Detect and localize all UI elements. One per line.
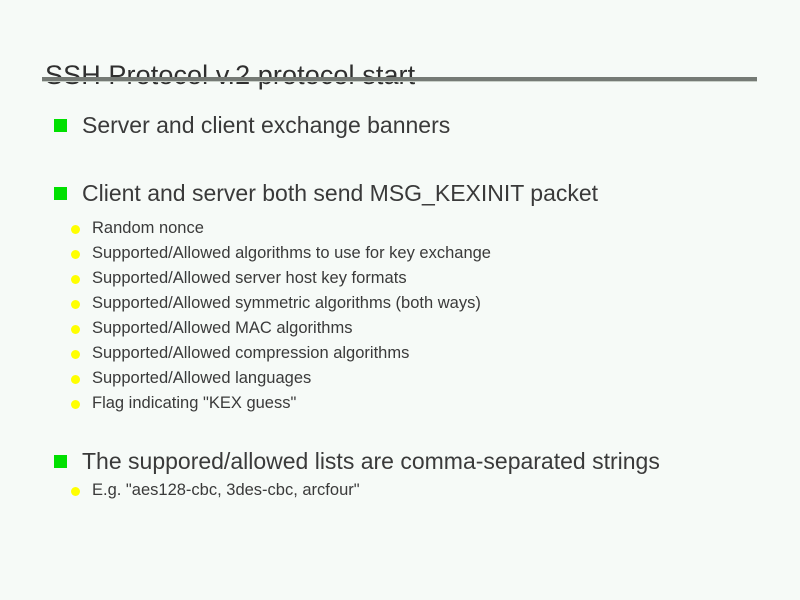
circle-bullet-icon: [71, 225, 80, 234]
circle-bullet-icon: [71, 400, 80, 409]
page-title: SSH Protocol v.2 protocol start: [45, 60, 416, 91]
bullet-text: Random nonce: [92, 219, 204, 237]
slide-body: Server and client exchange banners Clien…: [0, 108, 800, 503]
bullet-text: Supported/Allowed MAC algorithms: [92, 319, 353, 337]
bullet-level1: Server and client exchange banners: [0, 108, 800, 142]
square-bullet-icon: [54, 455, 67, 468]
bullet-text: Supported/Allowed compression algorithms: [92, 344, 410, 362]
bullet-level2: Flag indicating "KEX guess": [0, 391, 800, 416]
circle-bullet-icon: [71, 325, 80, 334]
bullet-text: Supported/Allowed languages: [92, 369, 312, 387]
bullet-level1: The suppored/allowed lists are comma-sep…: [0, 444, 800, 478]
circle-bullet-icon: [71, 275, 80, 284]
bullet-text: Supported/Allowed algorithms to use for …: [92, 244, 491, 262]
square-bullet-icon: [54, 119, 67, 132]
bullet-text: Client and server both send MSG_KEXINIT …: [82, 180, 599, 206]
circle-bullet-icon: [71, 350, 80, 359]
bullet-text: Supported/Allowed server host key format…: [92, 269, 407, 287]
square-bullet-icon: [54, 187, 67, 200]
bullet-text: Supported/Allowed symmetric algorithms (…: [92, 294, 481, 312]
bullet-text: Server and client exchange banners: [82, 112, 451, 138]
bullet-level2: E.g. "aes128-cbc, 3des-cbc, arcfour": [0, 478, 800, 503]
bullet-level1: Client and server both send MSG_KEXINIT …: [0, 176, 800, 210]
bullet-level2: Supported/Allowed languages: [0, 366, 800, 391]
spacer: [0, 416, 800, 444]
bullet-level2: Supported/Allowed server host key format…: [0, 266, 800, 291]
bullet-level2: Supported/Allowed symmetric algorithms (…: [0, 291, 800, 316]
bullet-level2: Supported/Allowed MAC algorithms: [0, 316, 800, 341]
circle-bullet-icon: [71, 300, 80, 309]
circle-bullet-icon: [71, 375, 80, 384]
spacer: [0, 142, 800, 176]
bullet-text: E.g. "aes128-cbc, 3des-cbc, arcfour": [92, 481, 360, 499]
bullet-level2: Supported/Allowed algorithms to use for …: [0, 241, 800, 266]
bullet-text: The suppored/allowed lists are comma-sep…: [82, 448, 660, 474]
bullet-level2: Random nonce: [0, 216, 800, 241]
bullet-text: Flag indicating "KEX guess": [92, 394, 297, 412]
circle-bullet-icon: [71, 250, 80, 259]
title-divider: [42, 77, 757, 82]
bullet-level2: Supported/Allowed compression algorithms: [0, 341, 800, 366]
circle-bullet-icon: [71, 487, 80, 496]
